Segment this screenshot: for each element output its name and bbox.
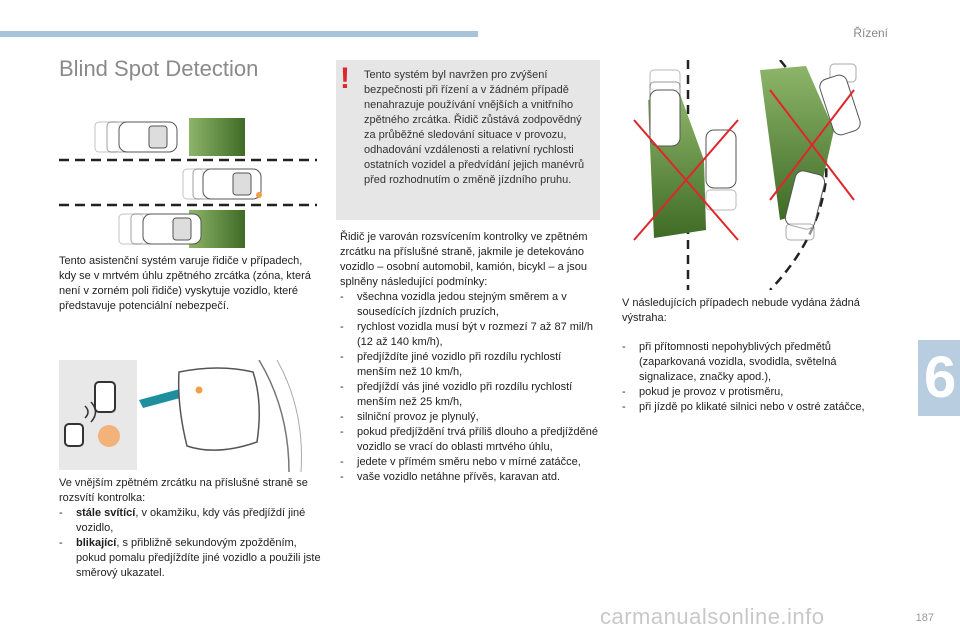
list-item: blikající, s přibližně sekundovým zpoždě… xyxy=(59,536,321,581)
list-item: stále svítící, v okamžiku, kdy vás předj… xyxy=(59,506,321,536)
mirror-indicator-illustration xyxy=(64,360,302,473)
side-mirror-icon xyxy=(177,367,260,451)
no-alert-section: V následujících případech nebude vydána … xyxy=(622,296,868,415)
list-item: pokud je provoz v protisměru, xyxy=(622,385,868,400)
list-item: pokud předjíždění trvá příliš dlouho a p… xyxy=(340,425,602,455)
list-item: vaše vozidlo netáhne přívěs, karavan atd… xyxy=(340,470,602,485)
mirror-intro: Ve vnějším zpětném zrcátku na příslušné … xyxy=(59,477,308,504)
list-item: silniční provoz je plynulý, xyxy=(340,410,602,425)
warning-box xyxy=(336,60,600,220)
conditions-list: všechna vozidla jedou stejným směrem a v… xyxy=(340,290,602,485)
watermark: carmanualsonline.info xyxy=(600,604,825,629)
indicator-light-icon xyxy=(98,425,120,447)
no-alert-illustration xyxy=(633,60,861,290)
list-item: předjíždí vás jiné vozidlo při rozdílu r… xyxy=(340,380,602,410)
list-item: předjíždíte jiné vozidlo při rozdílu ryc… xyxy=(340,350,602,380)
list-item: jedete v přímém směru nebo v mírné zatáč… xyxy=(340,455,602,470)
page-number: 187 xyxy=(915,612,934,624)
car-warning-icon xyxy=(64,423,84,447)
blind-spot-zone xyxy=(189,118,245,156)
header-bar xyxy=(0,31,478,37)
blind-spot-lanes-illustration xyxy=(59,118,317,248)
conditions-section: Řidič je varován rozsvícením kontrolky v… xyxy=(340,230,602,485)
car-icon xyxy=(118,213,202,245)
no-alert-list: při přítomnosti nepohyblivých předmětů (… xyxy=(622,340,868,415)
chapter-tab: 6 xyxy=(918,340,960,416)
car-warning-icon xyxy=(94,381,116,413)
car-icon xyxy=(819,74,861,136)
light-mode-list: stále svítící, v okamžiku, kdy vás předj… xyxy=(59,506,321,581)
conditions-intro: Řidič je varován rozsvícením kontrolky v… xyxy=(340,231,588,288)
own-car-icon xyxy=(182,168,262,200)
chapter-number: 6 xyxy=(924,345,957,410)
warning-icon: ! xyxy=(340,62,350,95)
list-item: rychlost vozidla musí být v rozmezí 7 až… xyxy=(340,320,602,350)
warning-text: Tento systém byl navržen pro zvýšení bez… xyxy=(364,69,585,186)
list-item: při přítomnosti nepohyblivých předmětů (… xyxy=(622,340,868,385)
page-title: Blind Spot Detection xyxy=(59,56,259,81)
list-item: při jízdě po klikaté silnici nebo v ostr… xyxy=(622,400,868,415)
mirror-light-section: Ve vnějším zpětném zrcátku na příslušné … xyxy=(59,476,321,581)
no-alert-intro: V následujících případech nebude vydána … xyxy=(622,297,860,324)
indicator-icon-panel xyxy=(59,360,137,470)
car-icon xyxy=(649,89,681,147)
car-icon xyxy=(705,129,737,189)
list-item: všechna vozidla jedou stejným směrem a v… xyxy=(340,290,602,320)
intro-paragraph: Tento asistenční systém varuje řidiče v … xyxy=(59,255,311,312)
car-icon xyxy=(94,121,178,153)
section-label: Řízení xyxy=(853,26,888,40)
